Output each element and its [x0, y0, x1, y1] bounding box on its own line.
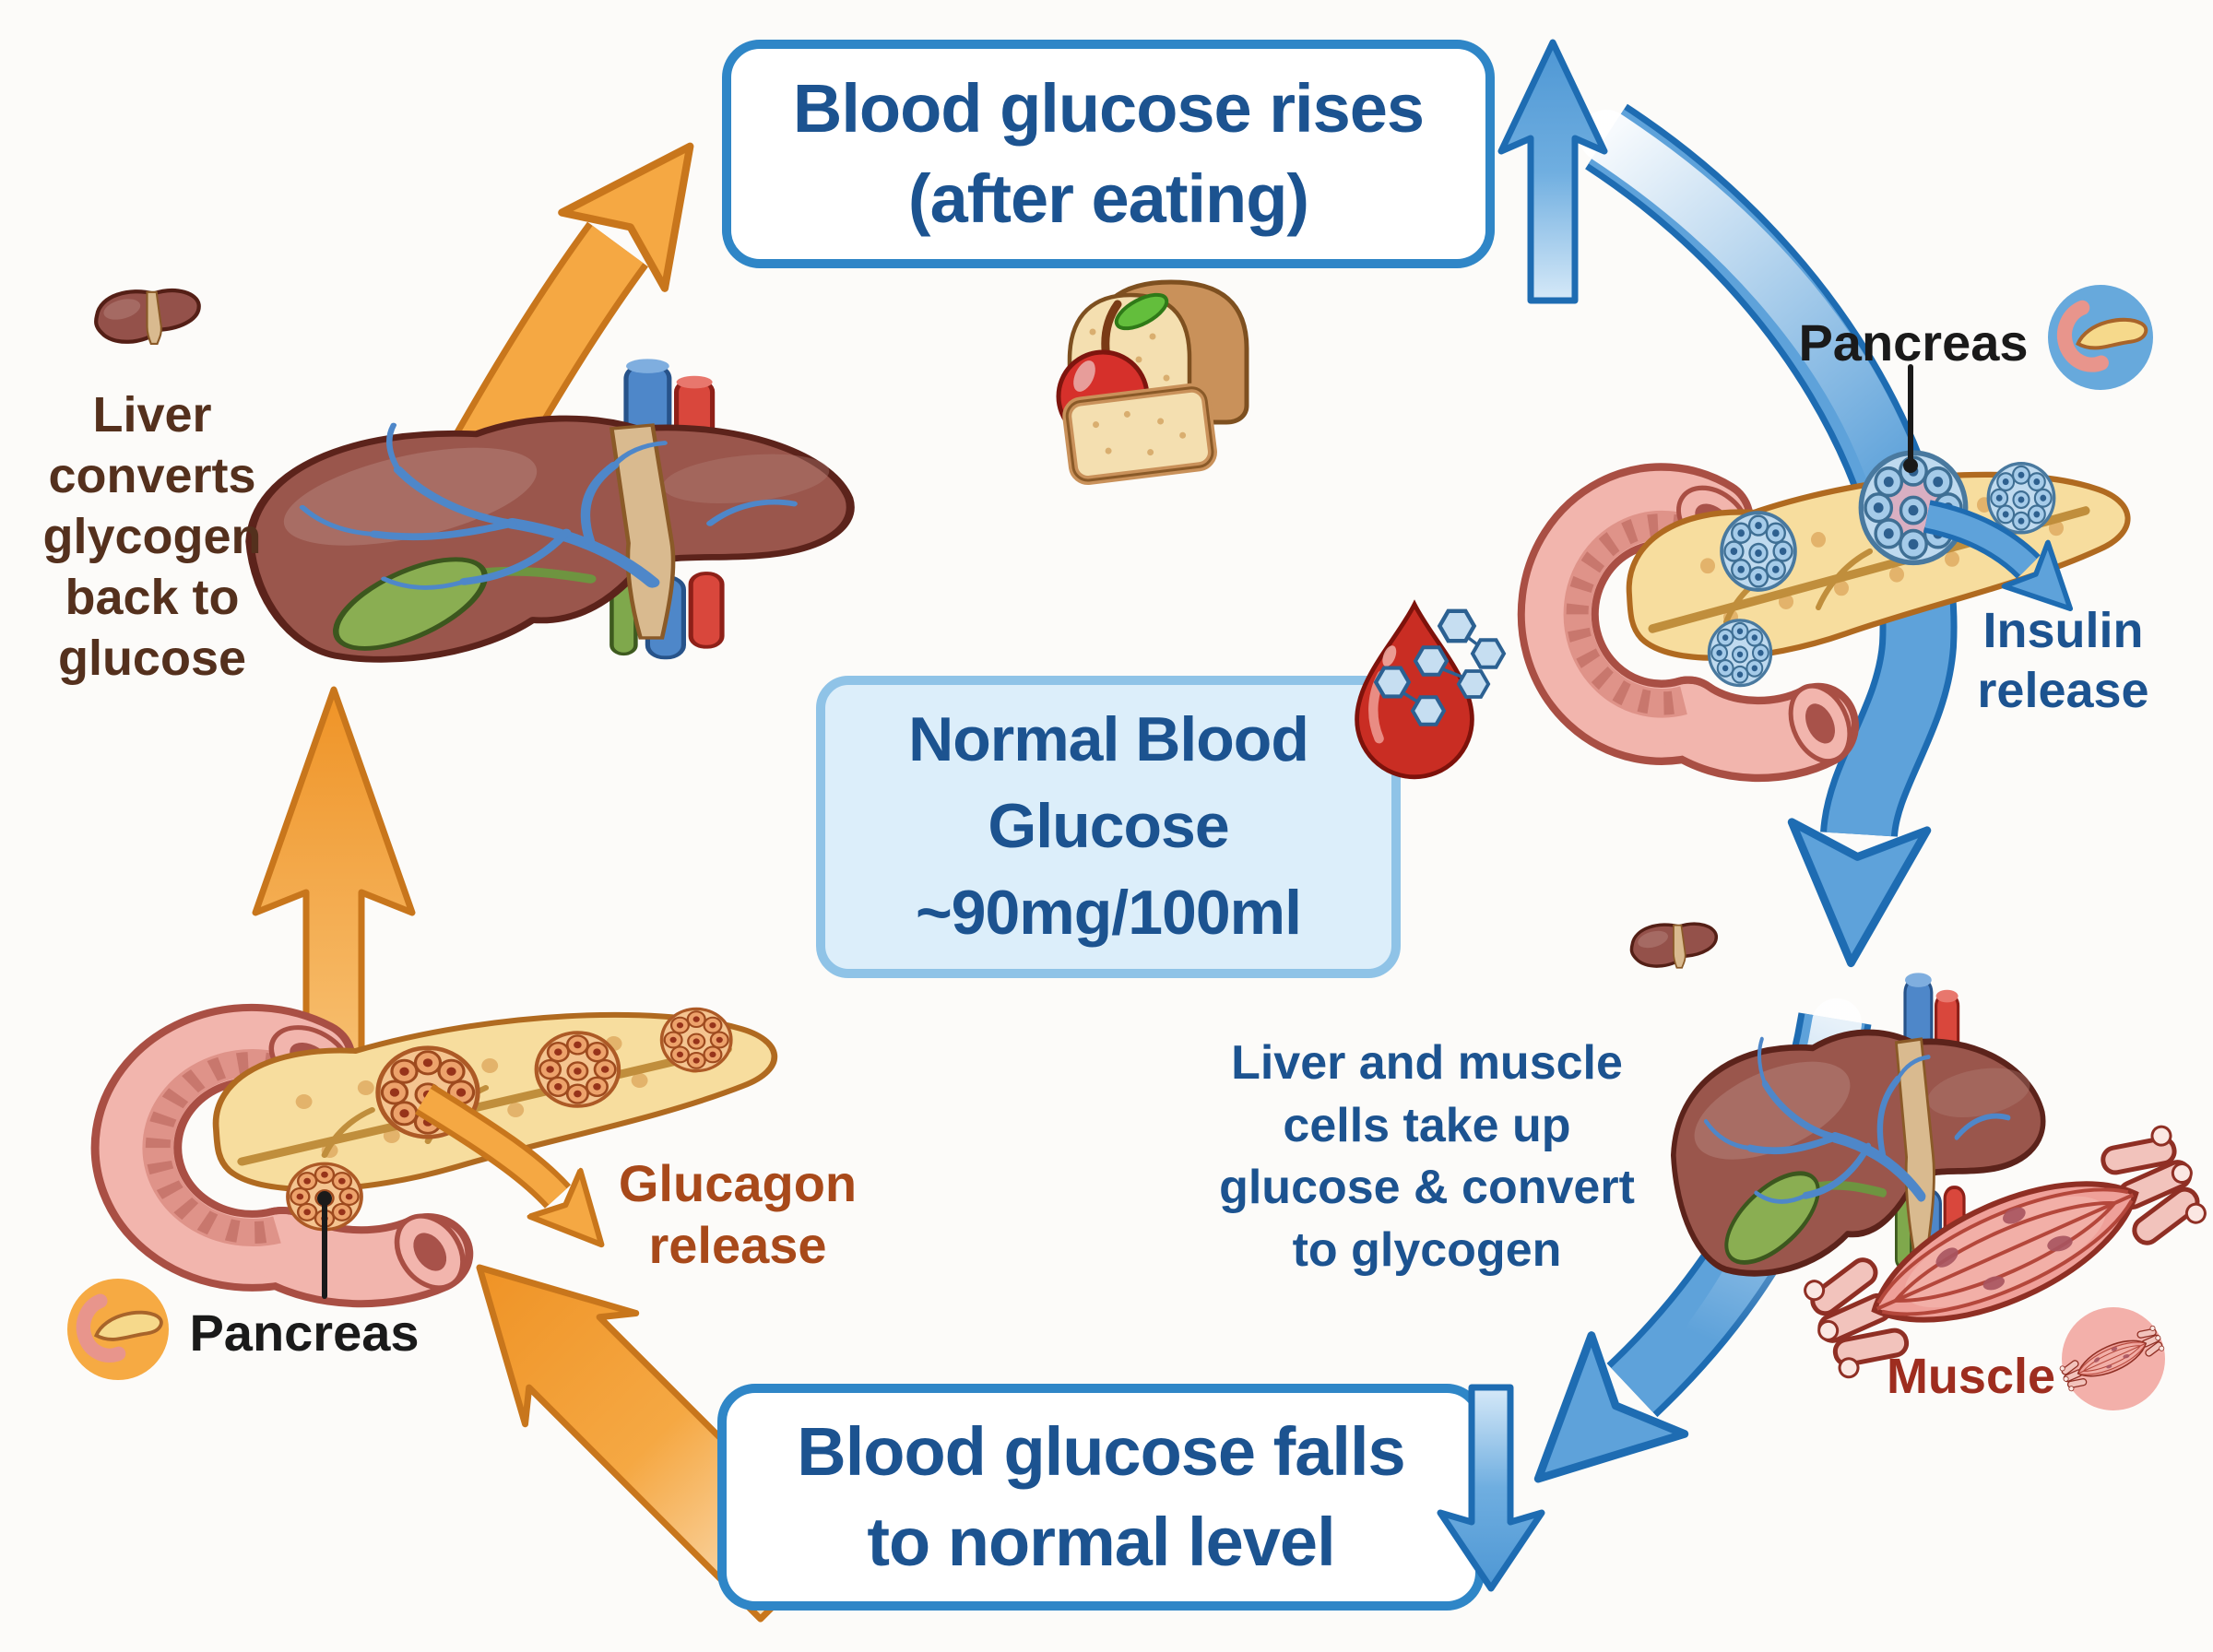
pancreas-bottom-leader-line	[317, 1191, 332, 1299]
pancreas-top-leader-line	[1903, 364, 1918, 473]
liver-icon-small-right	[1629, 922, 1719, 970]
pancreas-icon-blue-circle	[2048, 285, 2153, 390]
pancreas-illustration-left	[136, 1009, 775, 1297]
liver-icon-small-left	[96, 290, 199, 344]
blood-drop-glucose-icon	[1355, 599, 1506, 780]
falls-box	[717, 1384, 1485, 1611]
rises-box	[722, 40, 1495, 268]
normal-glucose-box	[816, 676, 1401, 978]
pancreas-icon-orange-circle	[67, 1279, 169, 1380]
muscle-icon-pink-circle	[2057, 1307, 2167, 1410]
pancreas-illustration-right	[1558, 453, 2128, 772]
glucagon-release-arrow	[415, 1083, 558, 1197]
glucagon-up-arrow-pancreas-to-liver	[252, 686, 416, 1059]
blood-glucose-falls-down-arrow	[1437, 1384, 1545, 1592]
blood-glucose-rises-up-arrow	[1497, 39, 1608, 304]
insulin-release-arrow	[1923, 500, 2029, 567]
food-icon	[1056, 279, 1249, 485]
